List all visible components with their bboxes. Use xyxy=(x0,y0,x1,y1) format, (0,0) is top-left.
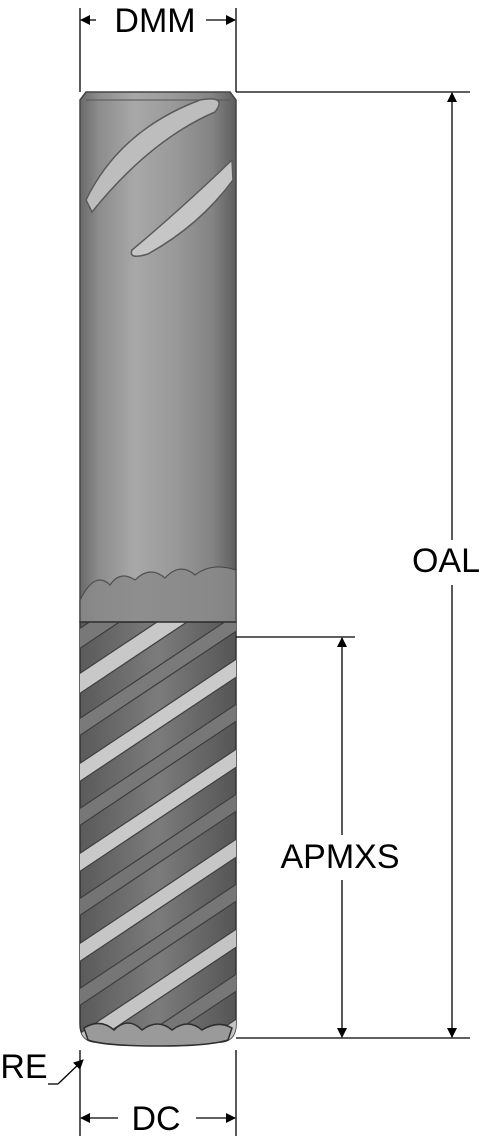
label-dc: DC xyxy=(131,1100,180,1138)
label-re: RE xyxy=(0,1048,47,1086)
dimension-lines xyxy=(48,8,470,1136)
flute-transition xyxy=(79,566,237,623)
end-mill-tool xyxy=(79,91,237,1047)
label-apmxs: APMXS xyxy=(280,838,399,876)
cutting-tip xyxy=(83,1022,233,1047)
shank-groove-1 xyxy=(85,98,220,214)
label-oal: OAL xyxy=(412,542,480,580)
helical-flutes xyxy=(80,622,236,1042)
label-dmm: DMM xyxy=(114,2,195,40)
shank-groove-2 xyxy=(130,158,234,257)
re-leader xyxy=(57,1059,84,1085)
